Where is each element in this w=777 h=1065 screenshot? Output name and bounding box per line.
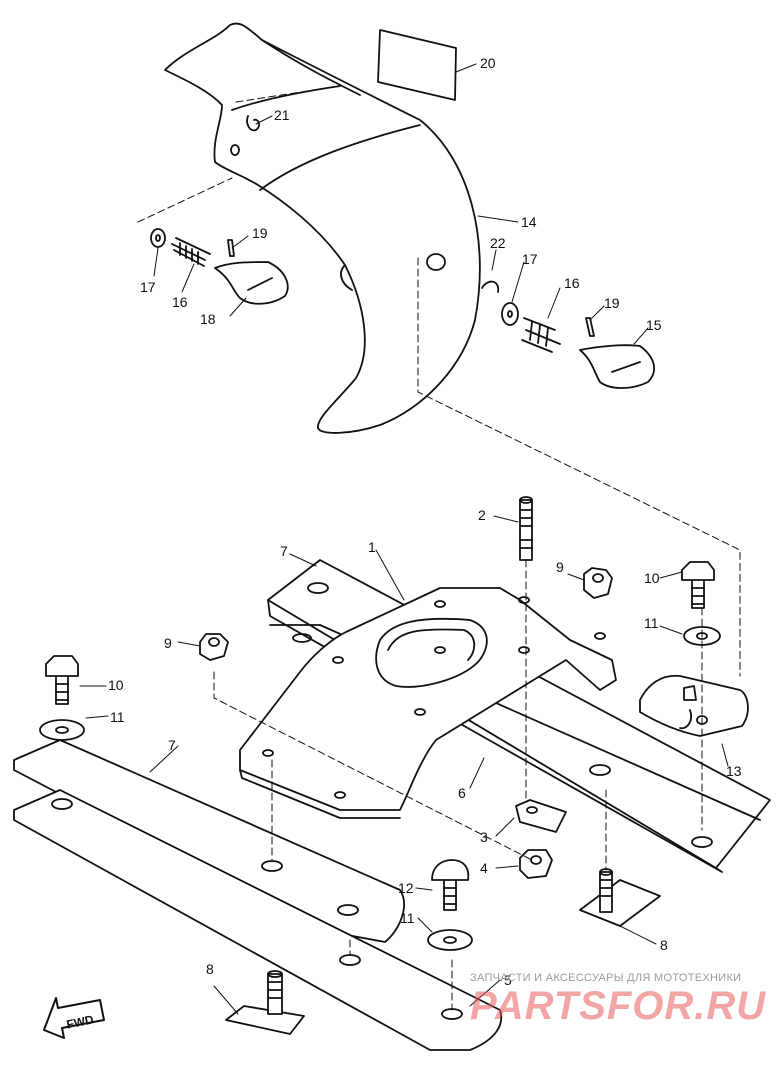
callout: 10 — [108, 677, 124, 693]
right-knob-assembly — [426, 253, 655, 389]
callout: 19 — [604, 295, 620, 311]
callout: 5 — [504, 972, 512, 988]
side-bracket — [639, 674, 749, 737]
callout: 19 — [252, 225, 268, 241]
callout: 2 — [478, 507, 486, 523]
callout: 7 — [168, 737, 176, 753]
left-knob-assembly — [150, 228, 289, 305]
forward-arrow-icon — [43, 997, 105, 1039]
callout: 15 — [646, 317, 662, 333]
callout-numbers: 20 21 14 19 17 16 18 22 17 16 19 15 2 7 … — [65, 55, 742, 1032]
callout: 7 — [280, 543, 288, 559]
fasteners — [39, 496, 721, 1035]
lower-plates — [13, 739, 503, 1051]
callout: 9 — [556, 559, 564, 575]
label-plate — [377, 29, 457, 101]
callout: 11 — [644, 615, 659, 631]
callout: 20 — [480, 55, 496, 71]
callout: 22 — [490, 235, 506, 251]
callout: 6 — [458, 785, 466, 801]
assembly-guides — [137, 85, 741, 1011]
watermark-tagline: ЗАПЧАСТИ И АКСЕССУАРЫ ДЛЯ МОТОТЕХНИКИ — [470, 972, 742, 984]
watermark-logo: PARTSFOR.RU — [470, 984, 767, 1028]
callout: 3 — [480, 829, 488, 845]
callout: 16 — [564, 275, 580, 291]
callout: 11 — [400, 910, 415, 926]
callout: 21 — [274, 107, 290, 123]
callout: 8 — [660, 937, 668, 953]
callout: 16 — [172, 294, 188, 310]
clip — [246, 115, 260, 132]
callout: 12 — [398, 880, 414, 896]
callout: 18 — [200, 311, 216, 327]
callout: 11 — [110, 709, 125, 725]
callout: 9 — [164, 635, 172, 651]
callout: 10 — [644, 570, 660, 586]
rear-fender — [164, 22, 481, 434]
callout: 1 — [368, 539, 376, 555]
leader-lines — [79, 63, 729, 1015]
callout: 4 — [480, 860, 488, 876]
callout: 14 — [521, 214, 537, 230]
callout: 8 — [206, 961, 214, 977]
main-bracket — [239, 587, 617, 819]
callout: 13 — [726, 763, 742, 779]
callout: 17 — [522, 251, 538, 267]
callout: 17 — [140, 279, 156, 295]
fwd-label: FWD — [65, 1012, 95, 1031]
